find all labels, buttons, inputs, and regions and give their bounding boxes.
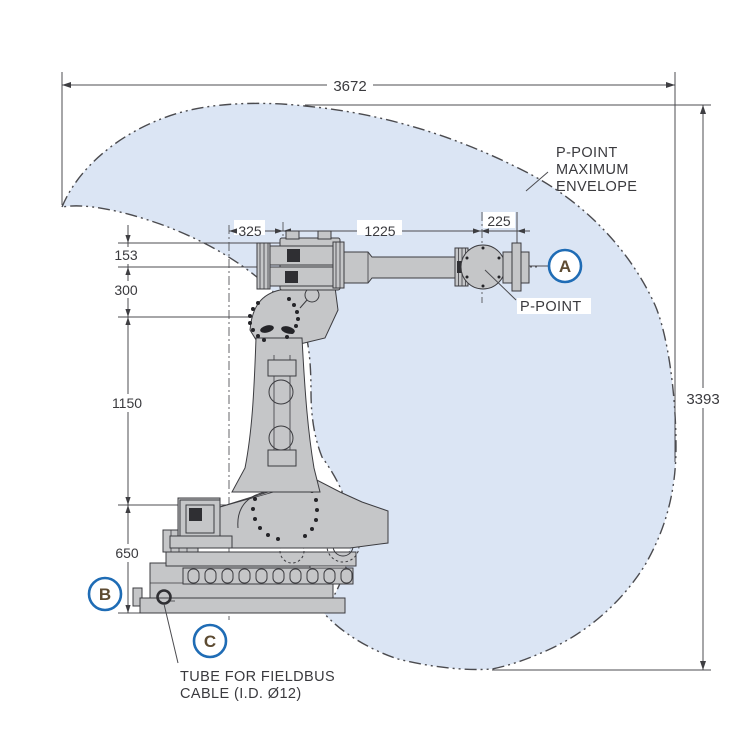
tube-label-line2: CABLE (I.D. Ø12) bbox=[180, 686, 302, 702]
robot-arm-tube bbox=[343, 251, 456, 284]
dim-650: 650 bbox=[115, 545, 139, 561]
envelope-label-line3: ENVELOPE bbox=[556, 179, 637, 195]
robot-base bbox=[132, 562, 354, 614]
dimension-chain-left: 153 300 1150 650 bbox=[106, 225, 148, 613]
callout-labels: P-POINT MAXIMUM ENVELOPE P-POINT TUBE FO… bbox=[180, 145, 637, 702]
leader-lines bbox=[163, 171, 549, 664]
view-marker-c: C bbox=[192, 623, 228, 659]
view-letter-a: A bbox=[559, 257, 571, 276]
elbow-bolt-arcs bbox=[248, 297, 300, 342]
dim-1150: 1150 bbox=[112, 395, 142, 411]
wrist-ball-bolts bbox=[465, 246, 501, 288]
dim-325: 325 bbox=[238, 223, 262, 239]
dim-3672: 3672 bbox=[333, 78, 366, 95]
robot-silhouette bbox=[132, 230, 530, 614]
dim-3393: 3393 bbox=[686, 391, 719, 408]
fieldbus-tube-port bbox=[156, 589, 172, 605]
robot-shoulder bbox=[169, 477, 389, 549]
robot-upper-arm-housing bbox=[256, 230, 345, 291]
base-connector-row bbox=[187, 568, 353, 584]
dimension-3393: 3393 bbox=[682, 105, 724, 670]
view-markers: A B C bbox=[87, 248, 583, 659]
envelope-label-line1: P-POINT bbox=[556, 145, 618, 161]
p-point-label: P-POINT bbox=[520, 299, 582, 315]
dim-300: 300 bbox=[114, 282, 138, 298]
robot-wrist bbox=[454, 242, 530, 292]
tube-label-line1: TUBE FOR FIELDBUS bbox=[180, 669, 335, 685]
view-letter-c: C bbox=[204, 632, 216, 651]
robot-lower-arm bbox=[231, 287, 321, 493]
p-point-envelope-region bbox=[60, 102, 677, 671]
view-marker-a: A bbox=[547, 248, 583, 284]
envelope-label-line2: MAXIMUM bbox=[556, 162, 629, 178]
view-letter-b: B bbox=[99, 585, 111, 604]
dim-1225: 1225 bbox=[364, 223, 395, 239]
view-marker-b: B bbox=[87, 576, 123, 612]
dim-225: 225 bbox=[487, 213, 511, 229]
robot-elbow-casting bbox=[249, 286, 339, 345]
dim-153: 153 bbox=[114, 247, 138, 263]
dimension-3672: 3672 bbox=[62, 76, 675, 95]
dimension-chain-top: 325 1225 225 bbox=[229, 212, 530, 239]
